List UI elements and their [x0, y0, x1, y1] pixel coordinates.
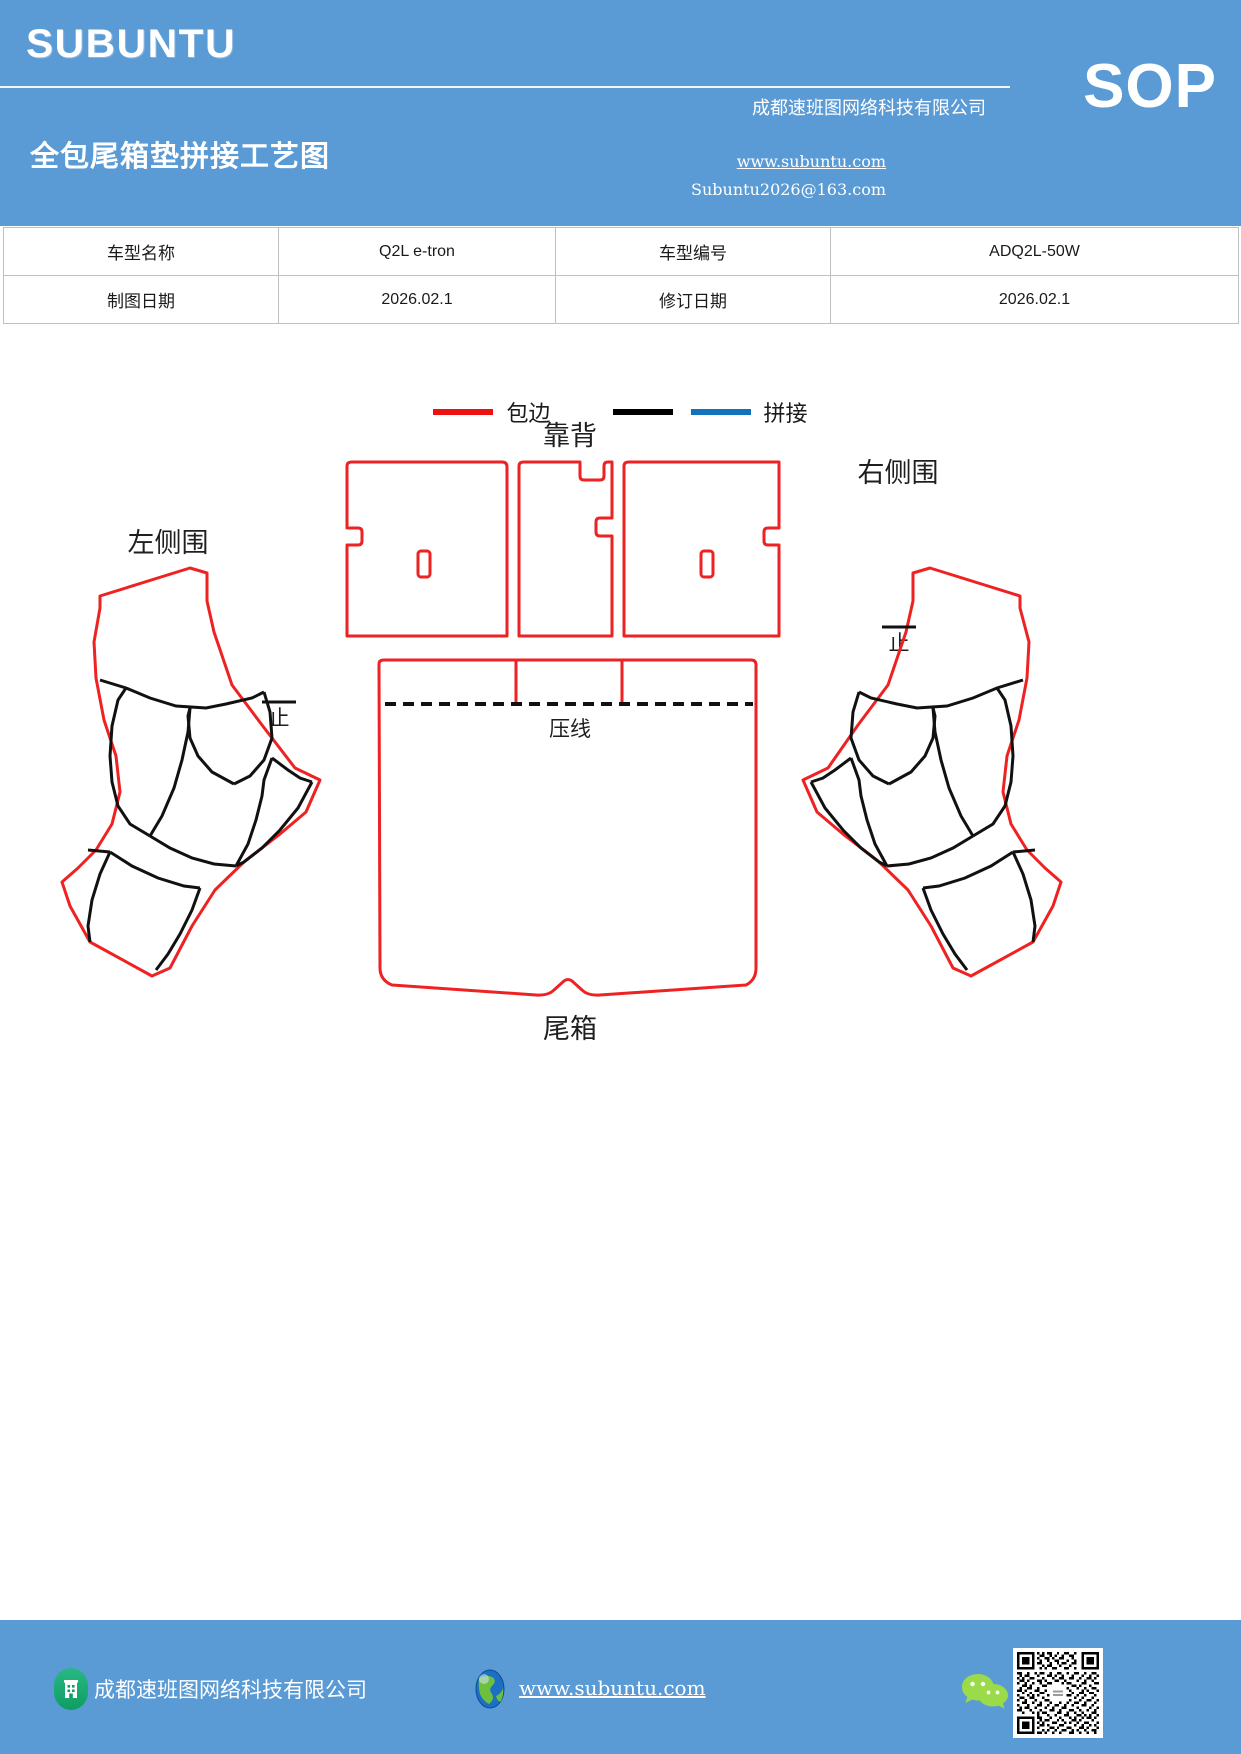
vehicle-info-table: 车型名称 Q2L e-tron 车型编号 ADQ2L-50W 制图日期 2026…	[3, 227, 1239, 324]
header-website-link[interactable]: www.subuntu.com	[736, 152, 886, 171]
backrest-middle-panel	[517, 460, 614, 638]
label-backrest: 靠背	[543, 421, 597, 452]
label-right-side: 右侧围	[858, 458, 939, 489]
legend-item-seam-black	[612, 409, 673, 415]
trunk-main-panel	[377, 658, 758, 997]
footer-website-link[interactable]: www.subuntu.com	[519, 1676, 706, 1700]
header-email-text: Subuntu2026@163.com	[691, 180, 886, 199]
label-trunk: 尾箱	[543, 1014, 597, 1045]
legend-swatch-blue-line-icon	[690, 409, 751, 415]
cell-revision-date-label: 修订日期	[555, 275, 831, 324]
right-side-wall-assembly	[801, 566, 1063, 978]
backrest-left-panel	[345, 460, 509, 638]
label-press-line: 压线	[549, 717, 591, 741]
cell-model-name-value: Q2L e-tron	[278, 227, 556, 276]
sop-badge: SOP	[1083, 52, 1217, 121]
cell-model-code-label: 车型编号	[555, 227, 831, 276]
wechat-icon	[960, 1670, 1012, 1712]
qr-code-image	[1013, 1648, 1103, 1738]
technical-drawing-canvas: 靠背 左侧围 右侧围 压线 尾箱 止 止	[0, 420, 1241, 1120]
label-stop-left: 止	[269, 706, 290, 730]
legend-swatch-black-line-icon	[612, 409, 673, 415]
globe-icon	[473, 1668, 507, 1710]
label-left-side: 左侧围	[128, 528, 209, 559]
slot-cutout-right	[699, 549, 715, 579]
footer-company-name: 成都速班图网络科技有限公司	[94, 1678, 367, 1702]
header-divider-rule	[0, 86, 1010, 88]
brand-logo-text: SUBUNTU	[25, 22, 237, 66]
legend-label-binding: 包边	[506, 402, 551, 427]
cell-draw-date-label: 制图日期	[3, 275, 279, 324]
legend-item-binding: 包边	[433, 396, 551, 428]
table-row: 车型名称 Q2L e-tron 车型编号 ADQ2L-50W	[3, 227, 1239, 276]
building-icon	[54, 1668, 88, 1710]
cell-revision-date-value: 2026.02.1	[830, 275, 1239, 324]
legend-label-splice: 拼接	[763, 402, 808, 427]
document-header: SUBUNTU 全包尾箱垫拼接工艺图 SOP 成都速班图网络科技有限公司 www…	[0, 0, 1241, 226]
cell-draw-date-value: 2026.02.1	[278, 275, 556, 324]
slot-cutout-left	[416, 549, 432, 579]
page-title: 全包尾箱垫拼接工艺图	[30, 139, 331, 173]
backrest-right-panel	[622, 460, 781, 638]
drawing-legend: 包边 拼接	[0, 396, 1241, 428]
legend-swatch-red-line-icon	[433, 409, 494, 415]
table-row: 制图日期 2026.02.1 修订日期 2026.02.1	[3, 275, 1239, 324]
header-company-name: 成都速班图网络科技有限公司	[752, 98, 986, 119]
document-footer: 成都速班图网络科技有限公司 www.subuntu.com	[0, 1620, 1241, 1754]
cell-model-name-label: 车型名称	[3, 227, 279, 276]
legend-item-splice: 拼接	[690, 396, 808, 428]
cell-model-code-value: ADQ2L-50W	[830, 227, 1239, 276]
left-side-wall-assembly	[60, 566, 322, 978]
